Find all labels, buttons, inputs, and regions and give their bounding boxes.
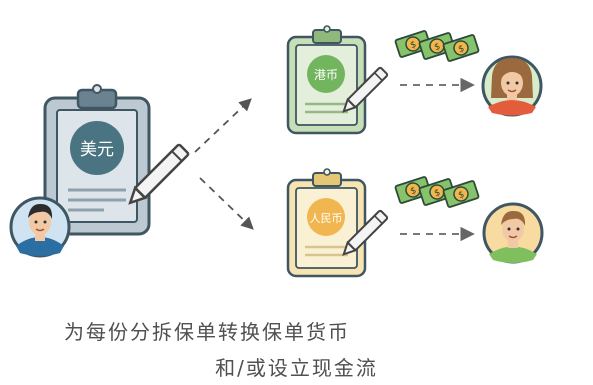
money-stack-icon: $ $ $ — [394, 30, 480, 62]
target-1-clipboard-icon: 港币 — [286, 25, 367, 135]
svg-text:$: $ — [409, 40, 418, 51]
svg-text:$: $ — [457, 190, 466, 201]
svg-text:$: $ — [409, 186, 418, 197]
svg-text:$: $ — [433, 42, 442, 53]
target-2-currency-label: 人民币 — [310, 212, 343, 225]
source-clipboard-icon: 美元 — [43, 84, 151, 236]
target-2-badge: 人民币 — [307, 198, 345, 236]
money-stack-icon: $ $ $ — [394, 176, 480, 208]
svg-text:$: $ — [457, 44, 466, 55]
target-1-badge: 港币 — [307, 55, 345, 93]
svg-text:$: $ — [433, 188, 442, 199]
source-currency-label: 美元 — [80, 140, 114, 160]
source-badge: 美元 — [70, 121, 124, 175]
caption-line-1: 为每份分拆保单转换保单货币 — [64, 320, 350, 344]
source-pen-icon — [128, 143, 190, 205]
dashed-arrow-icon — [194, 98, 252, 153]
target-1-currency-label: 港币 — [314, 68, 338, 82]
target-1-pen-icon — [342, 66, 389, 113]
target-2-person-avatar-icon — [482, 202, 544, 264]
source-person-avatar-icon — [9, 196, 71, 258]
target-1-person-avatar-icon — [481, 55, 543, 117]
dashed-arrow-icon — [199, 177, 254, 230]
target-2-clipboard-icon: 人民币 — [286, 168, 367, 278]
target-2-pen-icon — [342, 209, 389, 256]
caption-line-2: 和/或设立现金流 — [215, 356, 378, 380]
